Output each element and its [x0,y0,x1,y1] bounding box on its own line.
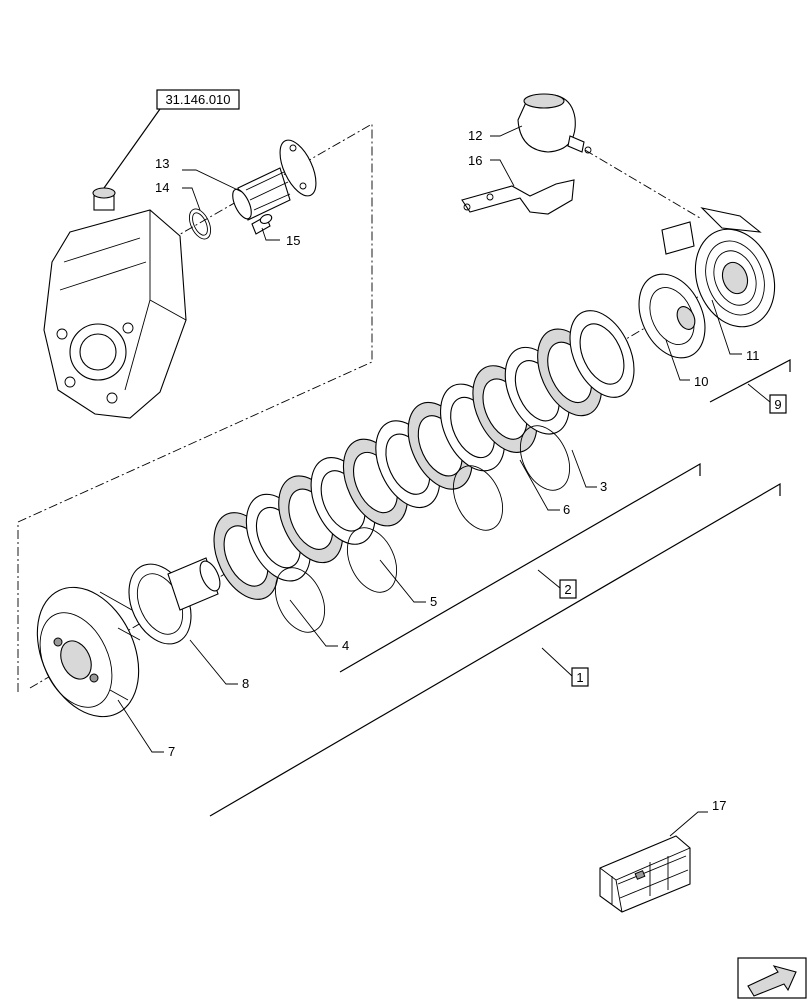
callout-3: 3 [600,479,607,494]
piston-10 [638,273,706,359]
sensor-axis-line [584,149,701,219]
callout-15: 15 [286,233,300,248]
group-bracket-1 [209,482,781,817]
gear-hub-8 [128,557,221,645]
pressure-accumulator-12 [517,93,592,154]
bolt-15 [251,214,273,235]
callout-5: 5 [430,594,437,609]
gearbox-housing-icon [43,187,187,419]
group-bracket-2 [339,462,701,673]
o-ring-14-inner [192,212,208,236]
shipping-crate-icon [599,835,691,913]
svg-text:2: 2 [564,582,571,597]
group-callout-9[interactable]: 9 [769,394,787,414]
clutch-disc-icon [213,310,635,633]
clutch-disc-bore [579,323,625,385]
group-callout-2[interactable]: 2 [559,579,577,599]
group-bracket-9 [709,359,791,403]
callout-11: 11 [746,348,760,363]
group-callout-1[interactable]: 1 [571,667,589,687]
svg-text:9: 9 [774,397,781,412]
callout-17: 17 [712,798,726,813]
callout-10: 10 [694,374,708,389]
callout-14: 14 [155,180,169,195]
reference-label-text: 31.146.010 [165,92,230,107]
callout-4: 4 [342,638,349,653]
callout-8: 8 [242,676,249,691]
navigation-arrow-icon[interactable] [737,957,807,999]
solenoid-valve-11 [661,207,776,328]
clutch-drum-7 [36,586,141,718]
callout-6: 6 [563,502,570,517]
callout-13: 13 [155,156,169,171]
svg-text:1: 1 [576,670,583,685]
retaining-ring [346,527,398,593]
callout-16: 16 [468,153,482,168]
callout-leaders [117,125,742,837]
retaining-ring [519,425,571,491]
callout-12: 12 [468,128,482,143]
callout-7: 7 [168,744,175,759]
retaining-ring [452,465,504,531]
o-ring-14 [188,208,212,240]
reference-label[interactable]: 31.146.010 [156,89,240,110]
bracket-16 [461,179,575,215]
flange-shaft-icon [232,139,317,221]
